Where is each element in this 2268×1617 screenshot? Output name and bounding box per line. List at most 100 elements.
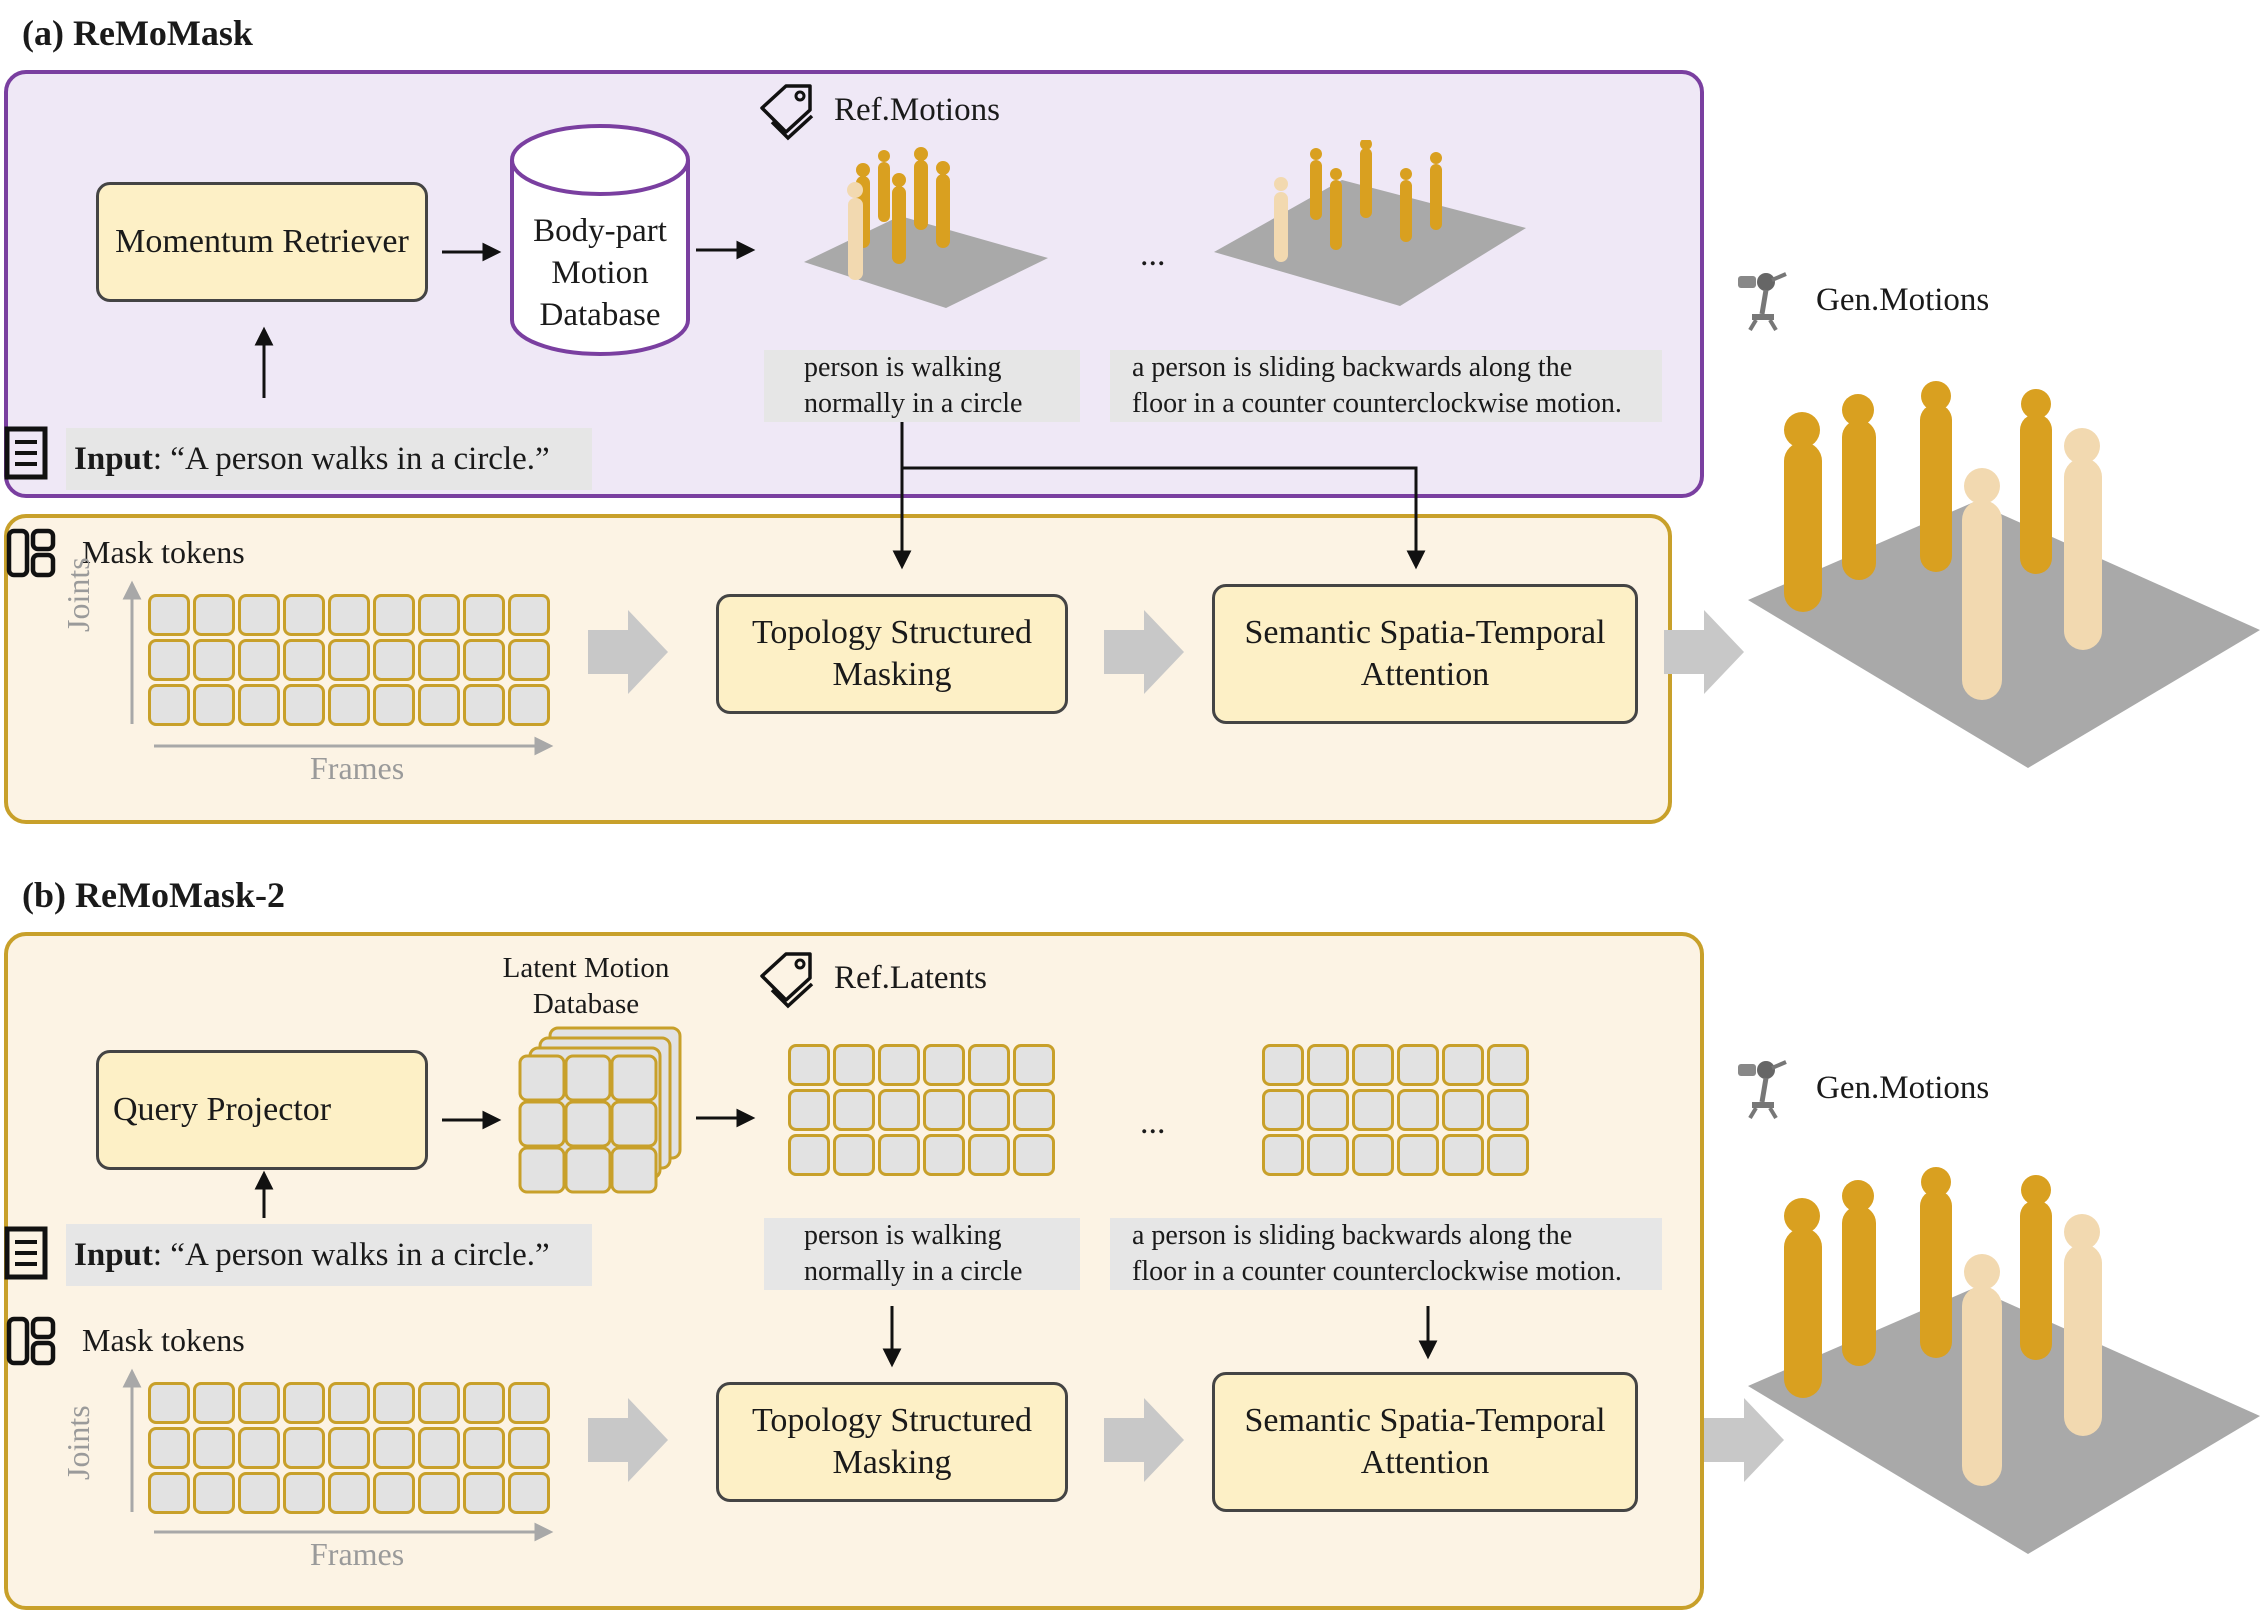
robot-arm-icon (1738, 1060, 1787, 1120)
mask-token (238, 1382, 280, 1424)
attention-line-2: Attention (1360, 656, 1490, 693)
ellipsis-a: ... (1140, 236, 1166, 273)
mask-token (328, 684, 370, 726)
latent-token (968, 1089, 1010, 1131)
mask-token (328, 1382, 370, 1424)
mask-token (373, 1472, 415, 1514)
momentum-retriever-label: Momentum Retriever (115, 223, 409, 260)
mask-token (418, 1427, 460, 1469)
mask-token (148, 594, 190, 636)
mask-token (193, 1472, 235, 1514)
mask-token (463, 639, 505, 681)
query-projector-label: Query Projector (113, 1091, 332, 1128)
attention-b-line-1: Semantic Spatia-Temporal (1244, 1402, 1606, 1439)
latent-token (968, 1044, 1010, 1086)
mask-token (418, 1382, 460, 1424)
ref-caption-1: person is walking normally in a circle (764, 350, 1080, 422)
latent-token (1262, 1134, 1304, 1176)
layout-icon (6, 1316, 56, 1366)
ref-caption-1-b: person is walking normally in a circle (764, 1218, 1080, 1290)
database-line-2: Motion (551, 255, 649, 291)
latent-token (923, 1044, 965, 1086)
mask-token (418, 594, 460, 636)
latent-token (1487, 1044, 1529, 1086)
mask-token (328, 639, 370, 681)
database-cylinder (510, 124, 690, 356)
latent-token (1487, 1134, 1529, 1176)
section-a-title: (a) ReMoMask (22, 13, 253, 53)
ref-caption-1-line-1: person is walking (804, 352, 1002, 383)
section-b-title: (b) ReMoMask-2 (22, 875, 285, 915)
latent-token (1307, 1044, 1349, 1086)
mask-token (193, 594, 235, 636)
latent-token (878, 1134, 920, 1176)
mask-token (148, 639, 190, 681)
latent-token (1013, 1044, 1055, 1086)
latent-token (1442, 1089, 1484, 1131)
latent-token (1487, 1089, 1529, 1131)
latent-token (1307, 1134, 1349, 1176)
attention-line-1: Semantic Spatia-Temporal (1244, 614, 1606, 651)
mask-token (283, 1472, 325, 1514)
mask-token (148, 1472, 190, 1514)
mask-token (508, 1427, 550, 1469)
text-input-prompt: Input : “A person walks in a circle.” (66, 428, 592, 490)
latent-token (878, 1089, 920, 1131)
latent-token (788, 1089, 830, 1131)
mask-token (283, 684, 325, 726)
layout-icon (6, 528, 56, 578)
database-line-1: Body-part (533, 213, 667, 249)
mask-token (193, 1382, 235, 1424)
frames-axis-label-b: Frames (310, 1536, 405, 1572)
ref-motions-label: Ref.Motions (834, 92, 1000, 128)
latent-token (833, 1134, 875, 1176)
latent-token (878, 1044, 920, 1086)
latent-token (788, 1044, 830, 1086)
mask-token (148, 1427, 190, 1469)
latent-database-stack (518, 1026, 682, 1194)
mask-token (328, 1472, 370, 1514)
mask-token (463, 594, 505, 636)
mask-token (238, 1427, 280, 1469)
latent-db-line-2: Database (532, 988, 640, 1020)
mask-token (463, 684, 505, 726)
mask-token (283, 1382, 325, 1424)
mask-token (193, 684, 235, 726)
mask-token (418, 684, 460, 726)
mask-token (328, 594, 370, 636)
ref-caption-1-b-line-2: normally in a circle (804, 1256, 1023, 1287)
ref-caption-2-line-2: floor in a counter counterclockwise moti… (1132, 388, 1622, 419)
generated-motion-render (1748, 381, 2260, 768)
topology-b-line-2: Masking (832, 1444, 952, 1481)
topology-line-1: Topology Structured (752, 614, 1032, 651)
joints-axis-label-b: Joints (60, 1405, 96, 1480)
price-tag-icon (760, 84, 814, 141)
query-projector-box: Query Projector (96, 1050, 428, 1170)
mask-token (283, 1427, 325, 1469)
ref-motion-thumbnail-2 (1214, 140, 1526, 306)
latent-token (1352, 1089, 1394, 1131)
attention-b-line-2: Attention (1360, 1444, 1490, 1481)
latent-token (1397, 1089, 1439, 1131)
mask-token (463, 1472, 505, 1514)
mask-token (463, 1427, 505, 1469)
latent-token (1397, 1044, 1439, 1086)
gen-motions-label: Gen.Motions (1816, 282, 1990, 318)
mask-tokens-label-b: Mask tokens (82, 1322, 245, 1358)
momentum-retriever-box: Momentum Retriever (96, 182, 428, 302)
mask-token-grid-b (148, 1382, 550, 1514)
document-icon (4, 1226, 48, 1280)
mask-token (238, 639, 280, 681)
gen-motions-label-b: Gen.Motions (1816, 1070, 1990, 1106)
robot-arm-icon (1738, 272, 1787, 332)
latent-token (1442, 1134, 1484, 1176)
latent-token (833, 1089, 875, 1131)
mask-token (283, 639, 325, 681)
mask-token (418, 1472, 460, 1514)
database-line-3: Database (539, 297, 661, 333)
latent-token (788, 1134, 830, 1176)
ref-motion-thumbnail-1 (804, 147, 1048, 308)
